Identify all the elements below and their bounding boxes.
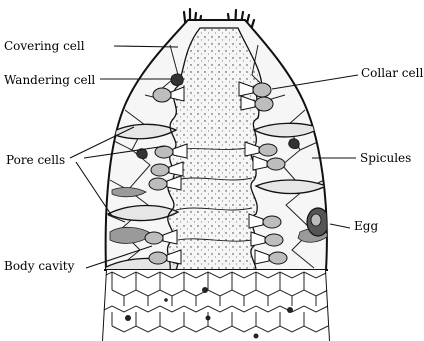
egg-cell: [307, 208, 329, 236]
leader-egg: [330, 224, 350, 228]
label-wandering-cell: Wandering cell: [4, 73, 95, 87]
hexagonal-base: [100, 270, 332, 341]
label-spicules: Spicules: [360, 151, 411, 165]
label-collar-cell: Collar cell: [361, 66, 423, 80]
label-pore-cells: Pore cells: [6, 153, 65, 167]
label-body-cavity: Body cavity: [4, 259, 75, 273]
label-egg: Egg: [354, 219, 378, 233]
label-covering-cell: Covering cell: [4, 39, 85, 53]
sponge-body: [104, 20, 329, 270]
